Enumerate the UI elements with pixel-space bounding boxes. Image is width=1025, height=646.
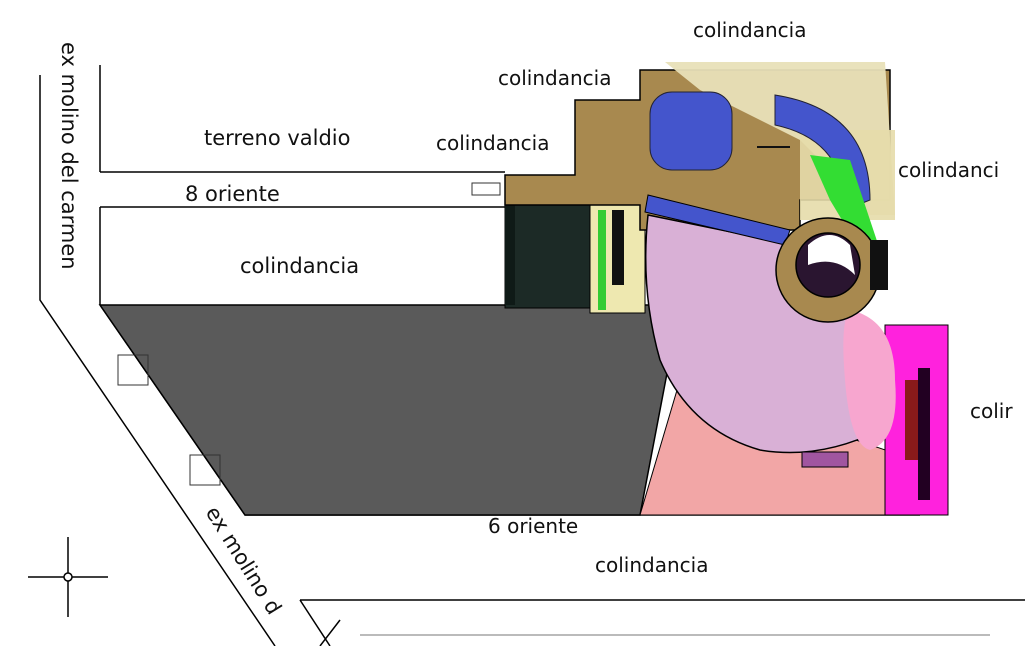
- purple-box: [801, 451, 849, 468]
- tower-black-wall: [870, 240, 888, 290]
- courtyard: [98, 304, 681, 516]
- label-ex-molino-lower: ex molino d: [201, 502, 286, 619]
- crosshair-icon: [28, 537, 108, 617]
- black-strip: [918, 368, 930, 500]
- label-ex-molino-del-carmen: ex molino del carmen: [57, 42, 81, 270]
- dark-red-strip: [905, 380, 919, 460]
- dark-building: [504, 204, 591, 309]
- pink-blob: [843, 310, 896, 450]
- label-right-edge-colindancia: colir: [970, 399, 1013, 423]
- label-left-colindancia: colindancia: [436, 131, 549, 155]
- stair-marks: [117, 182, 501, 486]
- label-6-oriente: 6 oriente: [488, 514, 578, 538]
- dark-building-strip: [505, 175, 515, 305]
- green-accent: [810, 155, 880, 250]
- label-terreno-valdio: terreno valdio: [204, 126, 351, 150]
- label-8-oriente: 8 oriente: [185, 182, 280, 206]
- black-narrow: [612, 210, 624, 285]
- green-strip: [598, 210, 606, 310]
- label-mid-colindancia: colindancia: [240, 254, 359, 278]
- label-top-colindancia: colindancia: [693, 18, 806, 42]
- label-bottom-colindancia: colindancia: [595, 553, 708, 577]
- tower-white: [808, 235, 855, 275]
- blue-room: [649, 91, 733, 171]
- label-right-colindancia: colindanci: [898, 158, 999, 182]
- label-upper-colindancia: colindancia: [498, 66, 611, 90]
